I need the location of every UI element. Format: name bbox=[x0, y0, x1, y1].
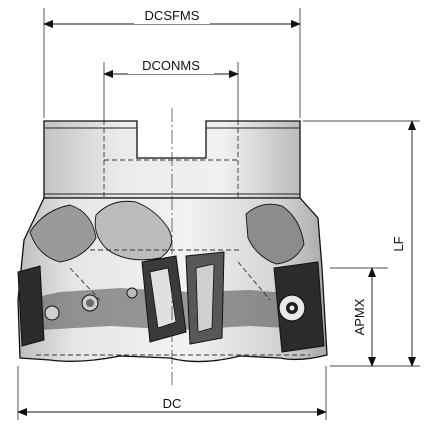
dimension-labels: DCSFMS DCONMS LF APMX DC bbox=[128, 8, 406, 411]
chip-pocket-left bbox=[29, 204, 97, 263]
chip-pocket-center bbox=[94, 200, 173, 261]
dc-label: DC bbox=[163, 396, 182, 411]
dcsfms-label: DCSFMS bbox=[145, 8, 200, 23]
inserts bbox=[17, 251, 325, 356]
dconms-label: DCONMS bbox=[142, 58, 200, 73]
chip-pocket-right bbox=[245, 203, 305, 265]
lf-label: LF bbox=[391, 236, 406, 251]
apmx-label: APMX bbox=[352, 298, 367, 335]
dimension-lines bbox=[17, 20, 416, 416]
insert-left bbox=[17, 265, 45, 347]
